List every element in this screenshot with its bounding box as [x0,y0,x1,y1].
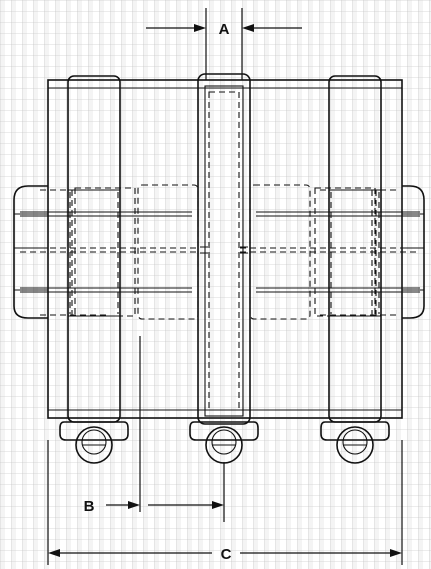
latch-right-barrel [336,426,374,464]
strap-left [67,75,121,423]
dim-a-arrow-right [242,24,254,32]
band-outline [47,79,403,419]
right-groove-top [256,211,420,217]
right-groove-bottom [256,287,420,293]
dim-a-arrow-left [194,24,206,32]
strap-left-edges [68,189,120,317]
strap-right-hidden [330,192,380,314]
strap-center-hidden [208,91,240,411]
dim-a-label: A [219,21,230,38]
groove-lines [20,211,420,293]
latch-center-nut [211,429,237,455]
dim-c-arrow-left [48,549,60,557]
left-pipe-cap [13,185,48,319]
latch-left-bracket [59,421,129,441]
latch-right-slot [343,439,367,446]
latch-right-bracket [320,421,390,441]
latch-left [59,421,129,464]
latch-left-slot [82,439,106,446]
dimension-b: B [84,336,225,522]
dim-b-arrow-left [128,501,140,509]
left-groove-top [20,211,192,217]
strap-right [328,75,382,423]
strap-center-outline [197,73,251,425]
latch-center [189,421,259,464]
dim-b-label: B [84,498,95,515]
dimension-c: C [47,440,403,565]
right-center-groove [240,247,420,253]
dim-c-label: C [221,546,232,563]
strap-right-edges [329,189,381,317]
center-groove-ticks [200,246,248,254]
clamp-body [47,79,403,419]
latch-left-nut [81,429,107,455]
dimension-a: A [146,8,302,80]
latch-right [320,421,390,464]
dim-c-arrow-right [390,549,402,557]
right-pipe-cap [402,185,425,319]
latch-center-bracket [189,421,259,441]
strap-left-outline [67,75,121,423]
latch-left-barrel [75,426,113,464]
left-center-hidden-insert [137,184,199,320]
latch-right-nut [342,429,368,455]
dim-b-arrow-right [212,501,224,509]
left-groove-bottom [20,287,192,293]
strap-left-hidden [69,192,119,314]
latch-center-slot [212,439,236,446]
left-center-groove [20,247,200,253]
strap-right-outline [328,75,382,423]
strap-center [197,73,251,425]
strap-center-inner [204,85,244,417]
